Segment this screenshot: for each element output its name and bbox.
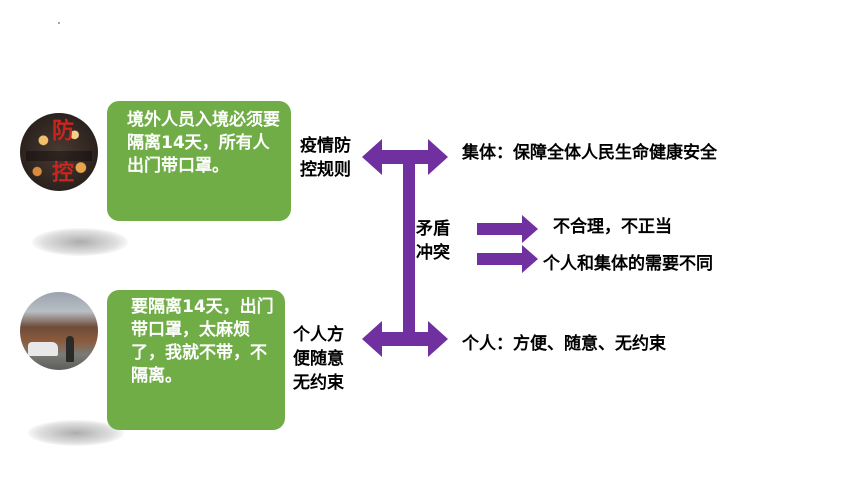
- top-double-arrow: [362, 139, 448, 175]
- bottom-double-arrow: [362, 321, 448, 357]
- street-person-photo: [20, 292, 98, 370]
- epidemic-prevention-photo: 防 控: [20, 113, 98, 191]
- person-shape: [66, 336, 74, 362]
- photo-glyph: 控: [52, 161, 75, 186]
- unreasonable-outcome: 不合理，不正当: [553, 217, 672, 237]
- individual-label: 个人方便随意无约束: [293, 325, 344, 393]
- photo-caption-band: [26, 151, 92, 161]
- photo-glyph: 防: [52, 119, 75, 144]
- needs-arrow: [477, 245, 538, 273]
- conflict-label: 矛盾冲突: [416, 219, 450, 263]
- collective-outcome: 集体：保障全体人民生命健康安全: [462, 143, 717, 163]
- epidemic-rules-label: 疫情防控规则: [300, 136, 351, 180]
- personal-outcome: 个人：方便、随意、无约束: [462, 334, 666, 354]
- rule-text-box: 境外人员入境必须要隔离14天，所有人出门带口罩。: [107, 101, 291, 221]
- needs-differ-outcome: 个人和集体的需要不同: [543, 254, 713, 274]
- photo-shadow: [32, 228, 128, 256]
- vertical-connector: [403, 164, 415, 339]
- unreasonable-arrow: [477, 215, 538, 243]
- car-shape: [28, 342, 58, 356]
- individual-text-box: 要隔离14天，出门带口罩，太麻烦了，我就不带，不隔离。: [107, 290, 285, 430]
- corner-dot: [58, 22, 60, 24]
